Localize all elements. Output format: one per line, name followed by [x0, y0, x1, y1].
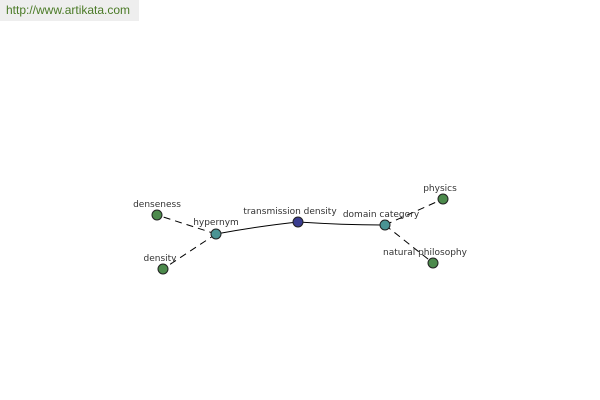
artikata-url-link[interactable]: http://www.artikata.com	[0, 0, 139, 21]
label-domain-category[interactable]: domain category	[343, 210, 420, 220]
node-hypernym[interactable]	[210, 228, 222, 240]
edge-hypernym-to-denseness	[156, 214, 217, 235]
label-physics[interactable]: physics	[423, 184, 457, 194]
node-denseness[interactable]	[151, 209, 163, 221]
edge-domain-category-to-physics	[384, 198, 444, 226]
node-physics[interactable]	[437, 193, 449, 205]
graph-labels: transmission density hypernym domain cat…	[133, 184, 468, 264]
node-domain-category[interactable]	[379, 219, 391, 231]
graph-nodes	[151, 193, 449, 275]
graph-edges	[156, 198, 444, 270]
label-hypernym[interactable]: hypernym	[193, 218, 239, 228]
node-transmission-density[interactable]	[292, 216, 304, 228]
node-density[interactable]	[157, 263, 169, 275]
label-density[interactable]: density	[144, 254, 178, 264]
label-denseness[interactable]: denseness	[133, 200, 181, 210]
edge-domain-category-to-natural-philosophy	[384, 224, 434, 264]
label-natural-philosophy[interactable]: natural philosophy	[383, 248, 468, 258]
node-natural-philosophy[interactable]	[427, 257, 439, 269]
edge-hypernym-to-density	[162, 233, 217, 270]
edge-center-to-hypernym	[215, 221, 299, 235]
edge-center-to-domain-category	[297, 221, 386, 226]
label-transmission-density[interactable]: transmission density	[243, 207, 337, 217]
